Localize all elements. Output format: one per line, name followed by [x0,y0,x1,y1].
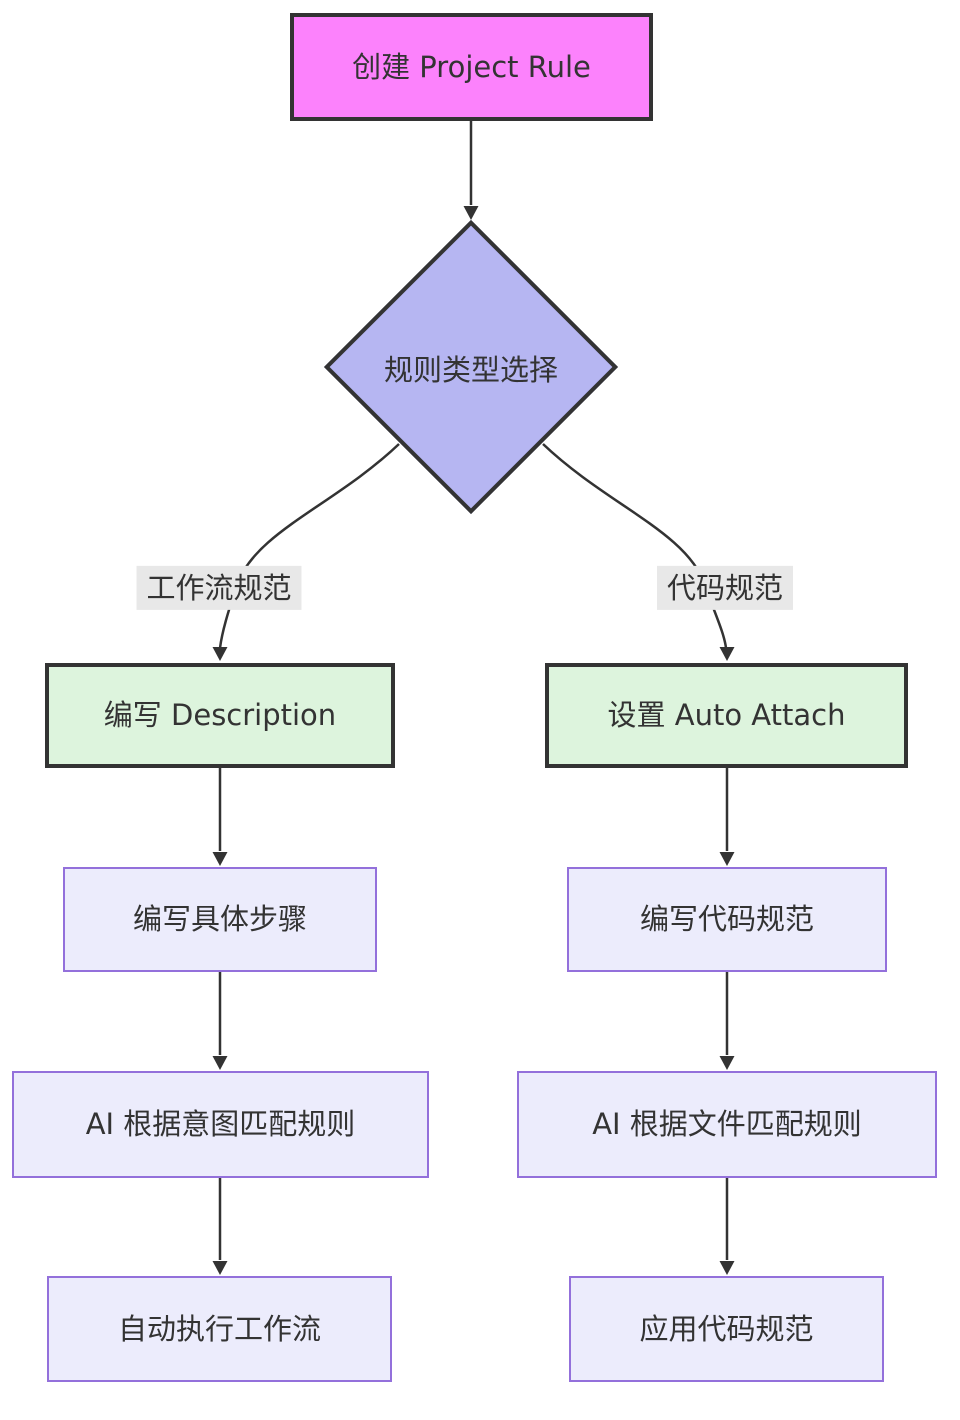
arrowhead-steps-to-intent [212,1056,228,1070]
arrowhead-create-to-type [463,206,479,220]
arrowhead-autoattach-to-codespec [719,852,735,866]
node-rule-type-choice-label: 规则类型选择 [383,353,558,387]
edge-type-to-autoattach [542,443,728,649]
arrowhead-file-to-applycode [719,1261,735,1275]
edge-label-code-spec: 代码规范 [656,565,794,611]
arrowhead-intent-to-runflow [212,1261,228,1275]
node-auto-run-workflow: 自动执行工作流 [47,1276,392,1382]
node-apply-code-spec: 应用代码规范 [569,1276,884,1382]
node-set-auto-attach: 设置 Auto Attach [545,663,908,768]
arrowhead-desc-to-steps [212,852,228,866]
node-write-steps: 编写具体步骤 [63,867,377,972]
node-write-description: 编写 Description [45,663,395,768]
arrowhead-type-to-autoattach [719,647,735,661]
edge-label-workflow-spec: 工作流规范 [136,565,302,611]
arrowhead-codespec-to-file [719,1056,735,1070]
node-write-code-spec: 编写代码规范 [567,867,887,972]
edge-type-to-desc [218,443,400,649]
arrowhead-type-to-desc [212,647,228,661]
node-ai-match-by-intent: AI 根据意图匹配规则 [12,1071,429,1178]
node-create-project-rule: 创建 Project Rule [290,13,653,121]
node-ai-match-by-file: AI 根据文件匹配规则 [517,1071,937,1178]
